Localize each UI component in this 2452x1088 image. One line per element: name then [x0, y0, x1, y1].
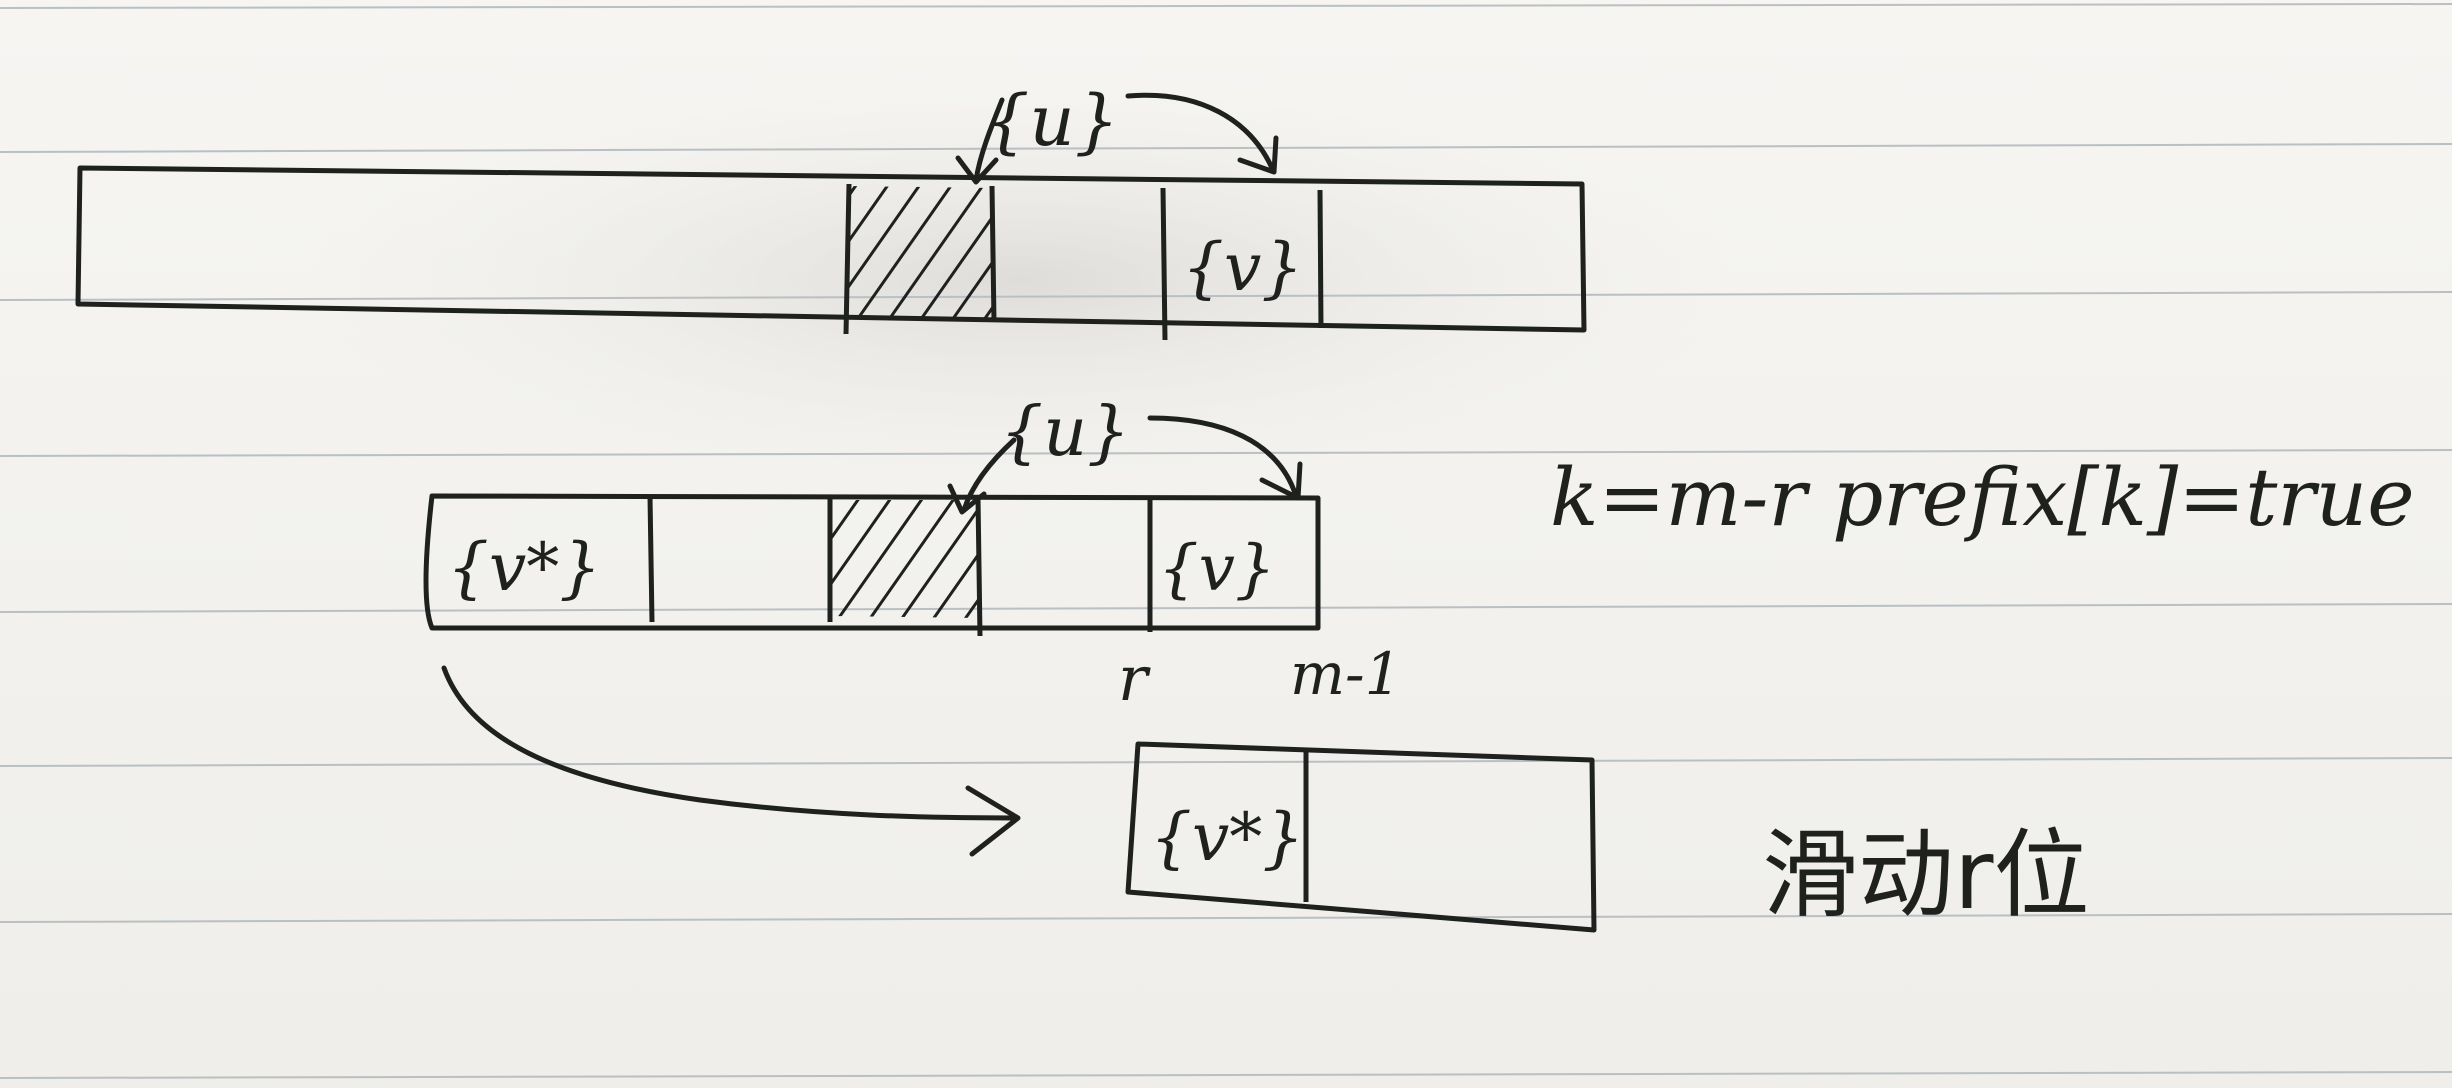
top-u-arrowhead-left: [955, 155, 999, 185]
bottom-vstar-label: {v*}: [1150, 799, 1304, 876]
slide-arrowhead: [965, 785, 1021, 857]
middle-u-arrow-left: [961, 437, 1017, 513]
lighting-shadow: [280, 70, 1760, 490]
index-m1-label: m-1: [1290, 640, 1402, 708]
bottom-array: {v*}: [1125, 741, 1597, 933]
top-hatched-cell: [846, 186, 994, 320]
middle-u-arrow-right: [1147, 415, 1299, 499]
slide-note: 滑动r位: [1762, 819, 2089, 931]
middle-u-label: {u}: [1000, 393, 1130, 472]
top-divider-2: [989, 185, 997, 323]
bottom-array-outline: [1125, 741, 1597, 933]
top-array-outline: [75, 165, 1587, 333]
middle-array-outline: [423, 493, 1321, 631]
middle-vstar-label: {v*}: [447, 529, 601, 606]
top-u-arrow-right: [1125, 92, 1275, 171]
top-divider-3: [1160, 187, 1168, 341]
middle-array: {v*} {v}: [423, 493, 1321, 637]
middle-hatched-cell: [830, 500, 980, 618]
top-array: {v}: [75, 165, 1587, 341]
middle-u-arrowhead-left: [947, 483, 987, 515]
prefix-equation: k=m-r prefix[k]=true: [1550, 451, 2415, 544]
top-u-arrow-left: [973, 97, 1005, 183]
top-u-label: {u}: [985, 80, 1119, 162]
middle-u-arrowhead-right: [1259, 461, 1303, 501]
top-divider-4: [1317, 189, 1324, 329]
index-r-label: r: [1118, 642, 1151, 715]
top-divider-1: [843, 183, 852, 335]
top-u-arrowhead-right: [1237, 135, 1279, 175]
middle-v-label: {v}: [1158, 532, 1276, 606]
ruled-lines: [0, 3, 2452, 1079]
slide-arrow: [441, 665, 1015, 821]
top-v-label: {v}: [1182, 229, 1303, 306]
middle-divider-1: [647, 495, 655, 623]
middle-divider-3: [975, 497, 983, 637]
